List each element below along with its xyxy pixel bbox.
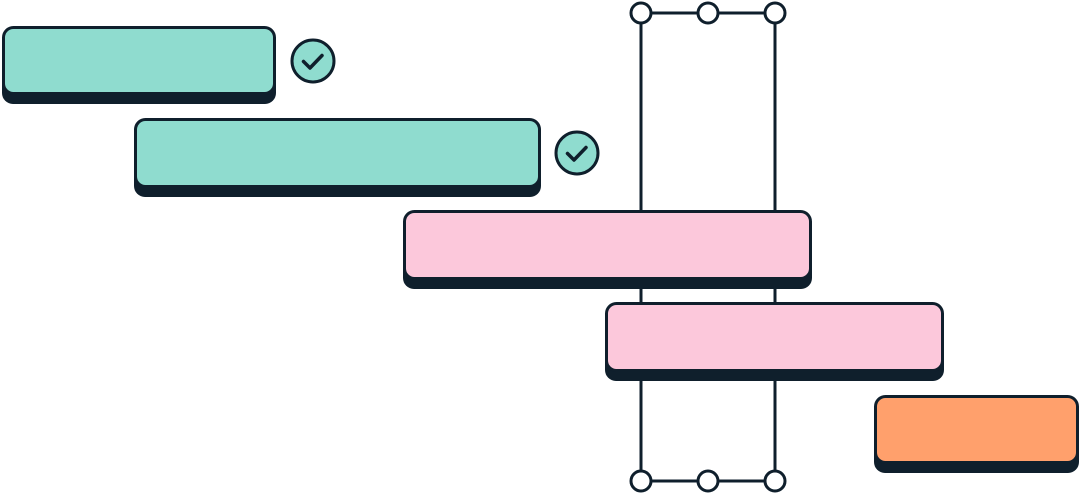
circle-handle-icon[interactable] [763, 469, 787, 493]
task-bar-face [874, 395, 1079, 464]
task-bar[interactable] [2, 26, 276, 105]
checkmark-circle-icon [290, 38, 336, 84]
task-bar[interactable] [403, 210, 812, 290]
task-bar-face [134, 118, 541, 188]
task-bar[interactable] [605, 302, 944, 382]
task-bar[interactable] [874, 395, 1079, 474]
circle-handle-icon[interactable] [629, 1, 653, 25]
circle-handle-icon[interactable] [696, 1, 720, 25]
completion-checks [290, 38, 600, 176]
selection-handles [629, 1, 787, 493]
task-bar-face [403, 210, 812, 280]
task-bar[interactable] [134, 118, 541, 198]
task-bars [2, 26, 1079, 474]
checkmark-circle-icon [554, 130, 600, 176]
circle-handle-icon[interactable] [763, 1, 787, 25]
task-bar-face [605, 302, 944, 372]
circle-handle-icon[interactable] [629, 469, 653, 493]
task-bar-face [2, 26, 276, 95]
circle-handle-icon[interactable] [696, 469, 720, 493]
